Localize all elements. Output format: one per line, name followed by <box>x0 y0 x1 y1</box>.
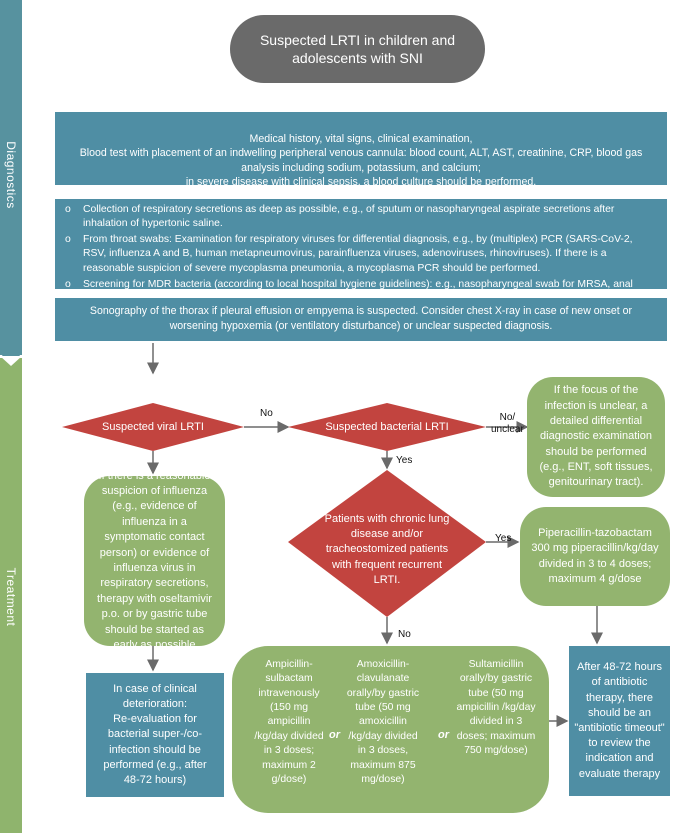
option-sultamicillin: Sultamicillin orally/by gastric tube (50… <box>456 658 536 759</box>
decision-bacterial-label: Suspected bacterial LRTI <box>325 421 449 433</box>
diagnostics-box-1: Medical history, vital signs, clinical e… <box>55 112 667 188</box>
edge-label-no: No <box>260 408 273 419</box>
option-amoxicillin-clavulanate-text: Amoxicillin-clavulanate orally/by gastri… <box>346 659 420 785</box>
option-ampicillin-sulbactam-text: Ampicillin-sulbactam intravenously (150 … <box>254 659 324 785</box>
or-label-2: or <box>438 729 449 741</box>
unclear-focus-text: If the focus of the infection is unclear… <box>539 384 653 489</box>
piperacillin-box: Piperacillin-tazobactam 300 mg piperacil… <box>520 507 670 606</box>
diagnostics-list-item: Collection of respiratory secretions as … <box>61 203 655 231</box>
influenza-text: If there is a reasonable suspicion of in… <box>97 469 212 651</box>
decision-chronic-label: Patients with chronic lung disease and/o… <box>324 513 450 586</box>
timeout-text: After 48-72 hours of antibiotic therapy,… <box>574 661 665 780</box>
diagnostics-bar <box>0 0 22 355</box>
unclear-focus-box: If the focus of the infection is unclear… <box>527 377 665 497</box>
decision-viral-label: Suspected viral LRTI <box>102 421 204 433</box>
diagnostics-list-item: From throat swabs: Examination for respi… <box>61 233 655 275</box>
option-sultamicillin-text: Sultamicillin orally/by gastric tube (50… <box>456 659 536 757</box>
edge-label-yes-chronic: Yes <box>495 533 512 544</box>
treatment-bar-notch <box>0 356 22 366</box>
piperacillin-text: Piperacillin-tazobactam 300 mg piperacil… <box>531 526 659 585</box>
diagnostics-box-3-text: Sonography of the thorax if pleural effu… <box>89 305 633 332</box>
start-text: Suspected LRTI in children and adolescen… <box>259 31 456 66</box>
deterioration-text: In case of clinical deterioration: Re-ev… <box>103 682 207 786</box>
treatment-bar <box>0 358 22 833</box>
edge-label-no-unclear: No/ unclear <box>491 412 524 435</box>
diagnostics-box-3: Sonography of the thorax if pleural effu… <box>55 298 667 341</box>
edge-label-no-chronic: No <box>398 629 411 640</box>
decision-viral-shape <box>62 403 244 451</box>
antibiotics-options-box <box>232 646 549 813</box>
diagnostics-box-1-text: Medical history, vital signs, clinical e… <box>79 132 643 189</box>
deterioration-box: In case of clinical deterioration: Re-ev… <box>86 673 224 797</box>
start-node: Suspected LRTI in children and adolescen… <box>230 15 485 83</box>
option-ampicillin-sulbactam: Ampicillin-sulbactam intravenously (150 … <box>252 658 326 787</box>
or-label-1: or <box>329 729 340 741</box>
option-amoxicillin-clavulanate: Amoxicillin-clavulanate orally/by gastri… <box>343 658 423 787</box>
influenza-box: If there is a reasonable suspicion of in… <box>84 470 225 651</box>
decision-bacterial-shape <box>288 403 486 451</box>
edge-label-yes-bacterial: Yes <box>396 455 413 466</box>
decision-chronic-shape <box>288 470 486 617</box>
timeout-box: After 48-72 hours of antibiotic therapy,… <box>569 646 670 796</box>
